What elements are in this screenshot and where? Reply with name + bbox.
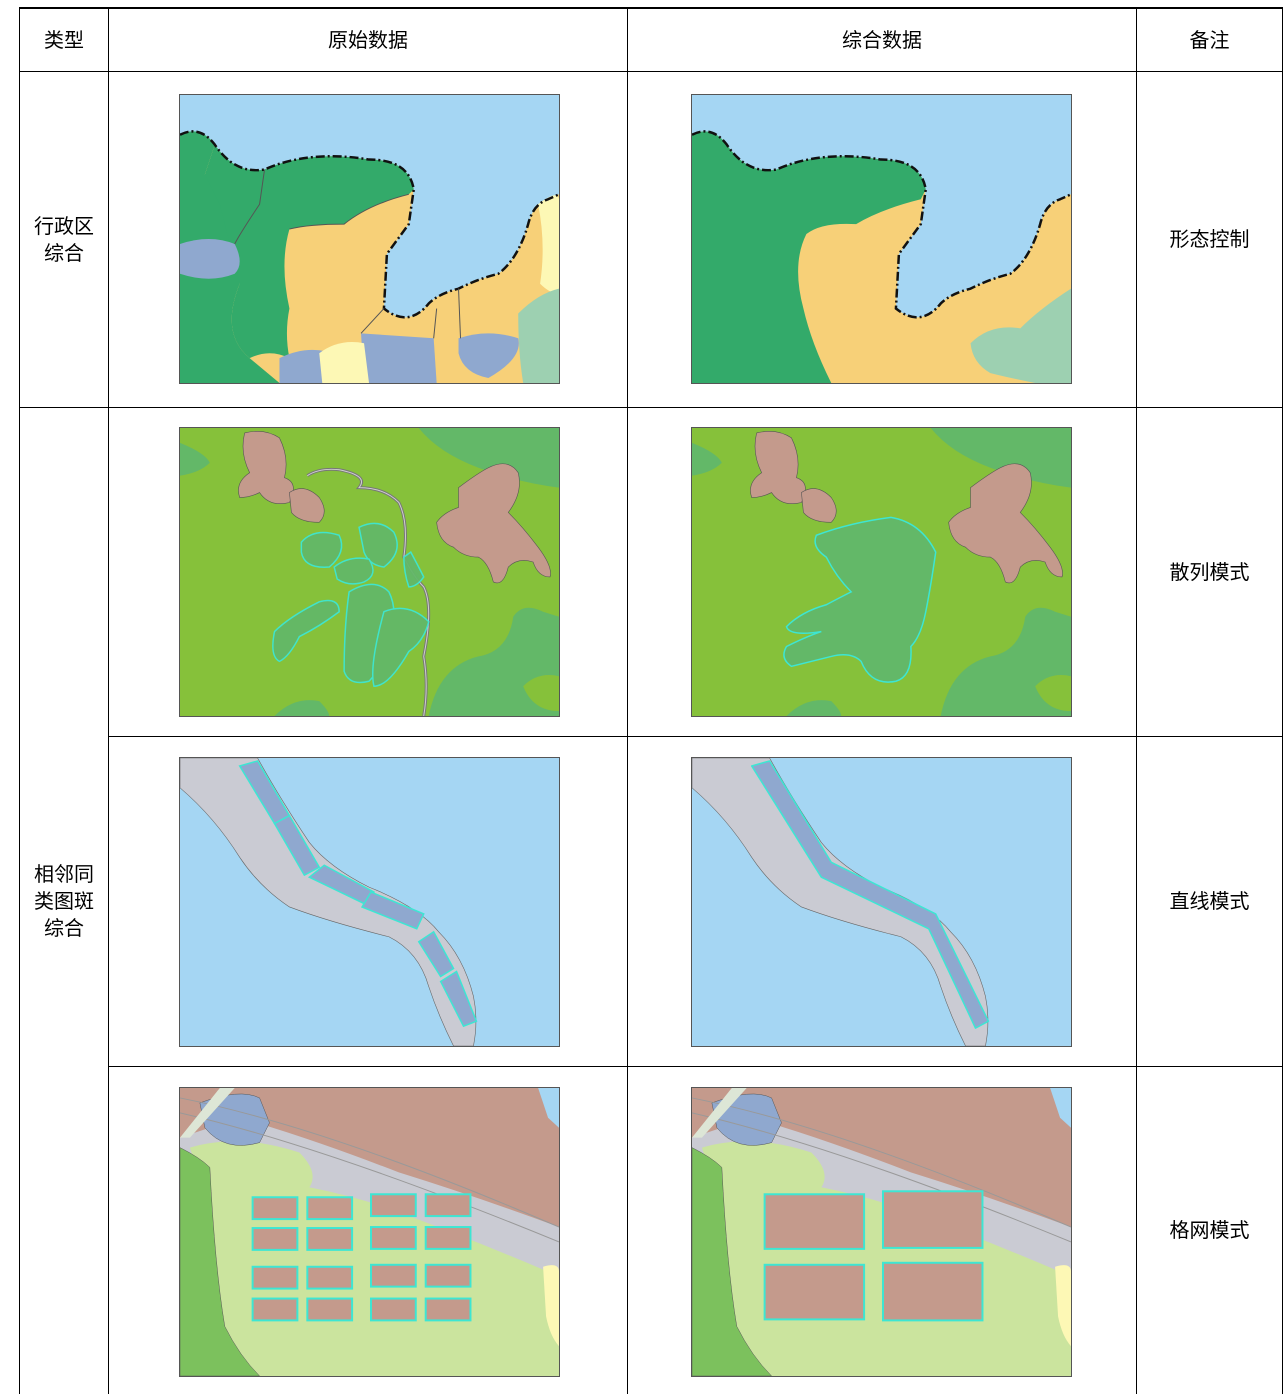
table-divider-col3 bbox=[1136, 7, 1137, 1394]
header-generalized-data: 综合数据 bbox=[842, 27, 922, 52]
map-admin-generalized bbox=[691, 94, 1072, 384]
header-remark: 备注 bbox=[1189, 27, 1230, 52]
map-grid-generalized bbox=[691, 1087, 1072, 1377]
remark-scatter-mode: 散列模式 bbox=[1169, 559, 1250, 584]
category-admin-generalization: 行政区 综合 bbox=[34, 213, 94, 265]
table-border-top bbox=[19, 7, 1283, 9]
table-divider-col2 bbox=[627, 7, 628, 1394]
table-border-left bbox=[19, 7, 20, 1394]
header-original-data: 原始数据 bbox=[328, 27, 408, 52]
table-border-row1-bottom bbox=[19, 407, 1283, 408]
table-border-header-bottom bbox=[19, 71, 1283, 72]
table-divider-col1 bbox=[108, 7, 109, 1394]
map-scatter-generalized bbox=[691, 427, 1072, 717]
table-border-right bbox=[1282, 7, 1283, 1394]
map-linear-original bbox=[179, 757, 560, 1047]
map-scatter-original bbox=[179, 427, 560, 717]
remark-shape-control: 形态控制 bbox=[1169, 227, 1250, 251]
category-adjacent-patch-generalization: 相邻同 类图斑 综合 bbox=[34, 861, 94, 940]
header-type: 类型 bbox=[44, 27, 84, 52]
table-border-sub1-bottom bbox=[108, 736, 1283, 737]
remark-grid-mode: 格网模式 bbox=[1169, 1218, 1250, 1242]
map-grid-original bbox=[179, 1087, 560, 1377]
table-border-sub2-bottom bbox=[108, 1066, 1283, 1067]
remark-linear-mode: 直线模式 bbox=[1169, 889, 1250, 913]
map-linear-generalized bbox=[691, 757, 1072, 1047]
map-admin-original bbox=[179, 94, 560, 384]
